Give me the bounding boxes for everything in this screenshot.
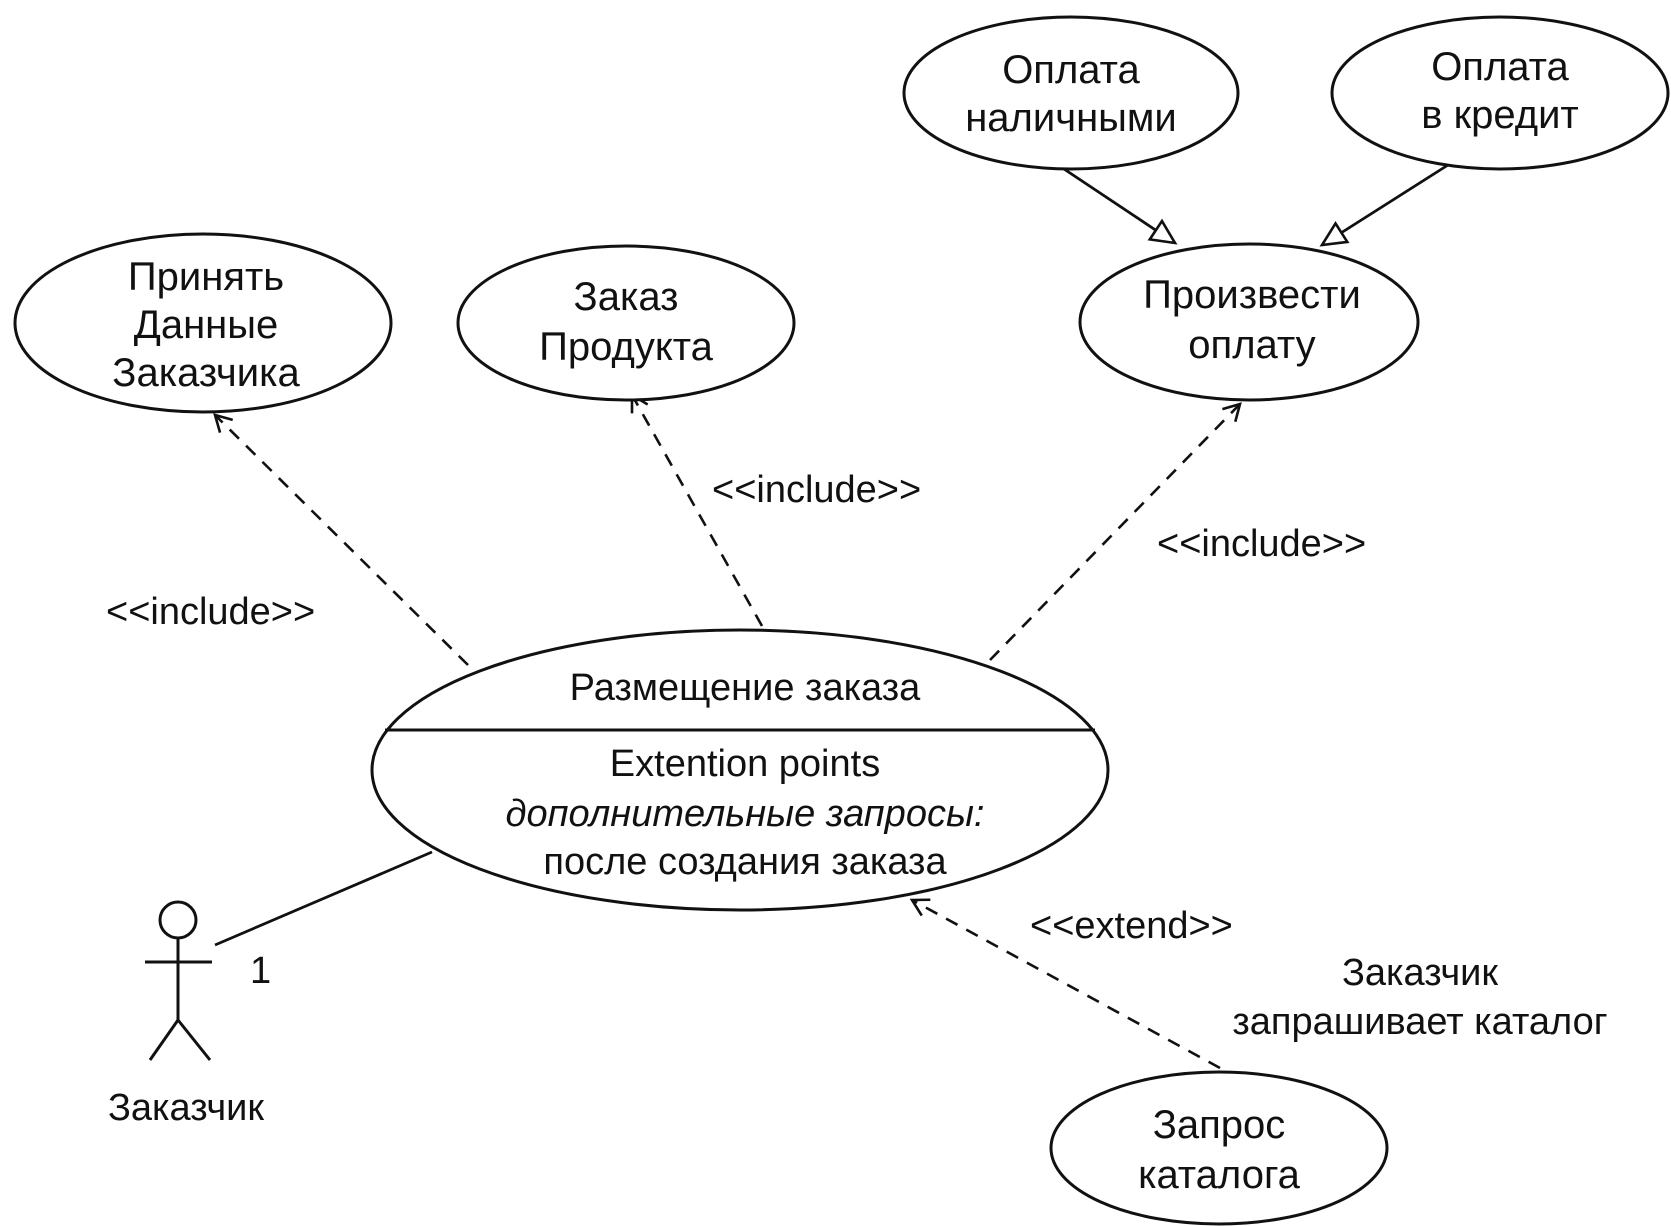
extend-label: <<extend>>: [1030, 905, 1233, 947]
use-case-catalog-request[interactable]: Запрос каталога: [1049, 1070, 1389, 1226]
use-case-credit-payment[interactable]: Оплата в кредит: [1330, 15, 1670, 171]
use-case-accept-customer-data[interactable]: Принять Данные Заказчика: [13, 232, 393, 414]
include-label-middle: <<include>>: [712, 469, 921, 511]
extension-point-condition: после создания заказа: [543, 841, 947, 883]
use-case-label-line: Запрос: [1153, 1103, 1286, 1147]
use-case-label-line: наличными: [965, 96, 1177, 140]
use-case-label-line: Оплата: [1431, 45, 1569, 89]
extension-points-header: Extention points: [610, 743, 880, 785]
use-case-cash-payment[interactable]: Оплата наличными: [902, 15, 1240, 171]
use-case-order-product[interactable]: Заказ Продукта: [456, 244, 796, 402]
actor-customer[interactable]: Заказчик: [108, 900, 264, 1129]
stick-figure-icon: [145, 900, 212, 1061]
actor-association-line: [214, 850, 433, 947]
use-case-place-order[interactable]: Размещение заказа Extention points допол…: [370, 628, 1110, 912]
use-case-label-line: каталога: [1138, 1153, 1301, 1197]
use-case-label-line: Заказ: [574, 275, 679, 319]
generalization-cash-to-payment: [1057, 163, 1178, 245]
use-case-label-line: Произвести: [1143, 273, 1361, 317]
include-label-right: <<include>>: [1157, 523, 1366, 565]
extend-arrow: [909, 898, 1221, 1070]
use-case-label-line: Оплата: [1002, 48, 1140, 92]
use-case-label-line: Принять: [128, 255, 284, 299]
use-case-place-order-name: Размещение заказа: [570, 667, 921, 709]
multiplicity-label: 1: [250, 950, 271, 992]
include-label-left: <<include>>: [106, 591, 315, 633]
use-case-label-line: в кредит: [1421, 93, 1578, 137]
use-case-label-line: оплату: [1188, 323, 1315, 367]
generalization-credit-to-payment: [1319, 163, 1449, 247]
use-case-label-line: Заказчика: [112, 351, 300, 395]
extension-point-name: дополнительные запросы:: [506, 793, 985, 835]
extend-condition-line: Заказчик: [1342, 952, 1498, 994]
extend-condition-line: запрашивает каталог: [1232, 1001, 1607, 1043]
use-case-make-payment[interactable]: Произвести оплату: [1078, 242, 1420, 402]
use-case-label-line: Данные: [134, 303, 279, 347]
actor-name: Заказчик: [108, 1087, 264, 1129]
use-case-label-line: Продукта: [539, 325, 714, 369]
